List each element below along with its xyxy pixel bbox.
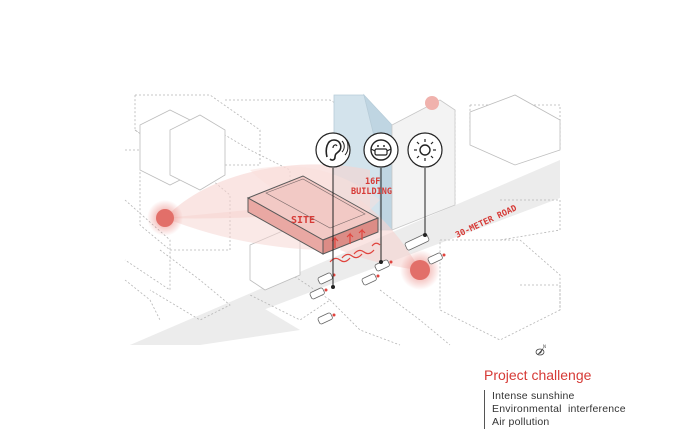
noise-source-left xyxy=(147,200,183,236)
compass-icon: N xyxy=(535,344,546,356)
building-floors-label: 16F xyxy=(365,177,380,187)
bus xyxy=(404,233,430,251)
car xyxy=(317,272,336,285)
car xyxy=(427,252,446,265)
legend-list: Intense sunshine Environmental interfere… xyxy=(484,390,694,429)
legend-item-pollution: Air pollution xyxy=(492,416,550,428)
callout-dots xyxy=(331,233,427,289)
car xyxy=(317,312,336,325)
site-label: SITE xyxy=(291,215,315,226)
callout-lines xyxy=(332,168,426,287)
car xyxy=(309,287,328,300)
legend-title: Project challenge xyxy=(484,367,592,383)
cars xyxy=(309,233,446,325)
legend: Project challenge Intense sunshine Envir… xyxy=(484,366,694,429)
legend-item-interference: Environmental interference xyxy=(492,403,626,415)
building-word-label: BUILDING xyxy=(351,187,392,197)
mask-face-icon xyxy=(363,132,399,168)
ear-icon xyxy=(315,132,351,168)
svg-text:N: N xyxy=(543,344,546,349)
pollution-arrows xyxy=(329,228,381,263)
legend-item-sunshine: Intense sunshine xyxy=(492,390,575,402)
sun-icon xyxy=(407,132,443,168)
car xyxy=(361,273,380,286)
noise-source-top xyxy=(425,96,439,110)
